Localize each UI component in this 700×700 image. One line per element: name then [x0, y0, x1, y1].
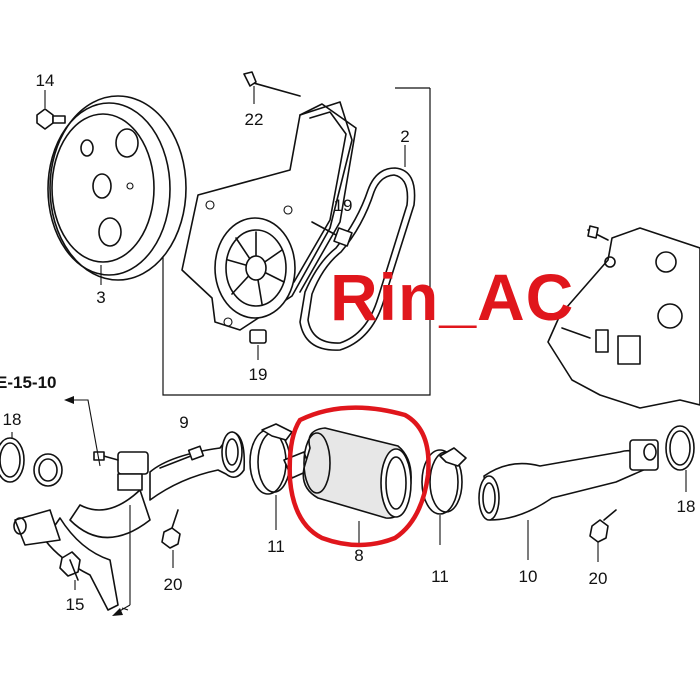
bolt-19-bottom — [249, 329, 267, 360]
hose-8 — [302, 427, 412, 543]
highlight-circle — [287, 405, 431, 548]
bolt-19-top — [311, 221, 353, 247]
o-ring-18-right — [665, 425, 695, 492]
label-part-11-right: 11 — [431, 567, 449, 586]
assembly-outline — [162, 87, 431, 396]
label-part-19-top: 19 — [334, 196, 353, 215]
reference-arrows — [64, 396, 131, 616]
label-part-18-left: 18 — [3, 410, 22, 429]
watermark-text: Rin_AC — [330, 260, 574, 334]
bolt-14 — [36, 90, 66, 130]
label-part-15: 15 — [66, 595, 85, 614]
water-pump — [181, 71, 357, 331]
bolt-20-left — [161, 509, 181, 568]
label-part-20-left: 20 — [164, 575, 183, 594]
label-part-19-bottom: 19 — [249, 365, 268, 384]
engine-block — [547, 225, 700, 409]
label-part-3: 3 — [96, 288, 105, 307]
label-part-22: 22 — [245, 110, 264, 129]
bolt-15 — [59, 551, 81, 590]
label-part-18-right: 18 — [677, 497, 696, 516]
o-ring-18-left — [0, 432, 25, 483]
gasket-2 — [299, 145, 416, 351]
label-part-8: 8 — [354, 546, 363, 565]
label-part-20-right: 20 — [589, 569, 608, 588]
reference-code: E-15-10 — [0, 373, 56, 392]
label-part-11-left: 11 — [267, 537, 285, 556]
bolt-20-right — [589, 509, 617, 562]
pulley-3 — [47, 95, 187, 285]
label-part-10: 10 — [519, 567, 538, 586]
outlet-pipe-9 — [13, 431, 246, 611]
label-part-2: 2 — [400, 127, 409, 146]
hose-clamp-11-right — [421, 447, 467, 545]
pipe-10 — [478, 439, 659, 560]
label-part-14: 14 — [36, 71, 55, 90]
label-part-9: 9 — [179, 413, 188, 432]
